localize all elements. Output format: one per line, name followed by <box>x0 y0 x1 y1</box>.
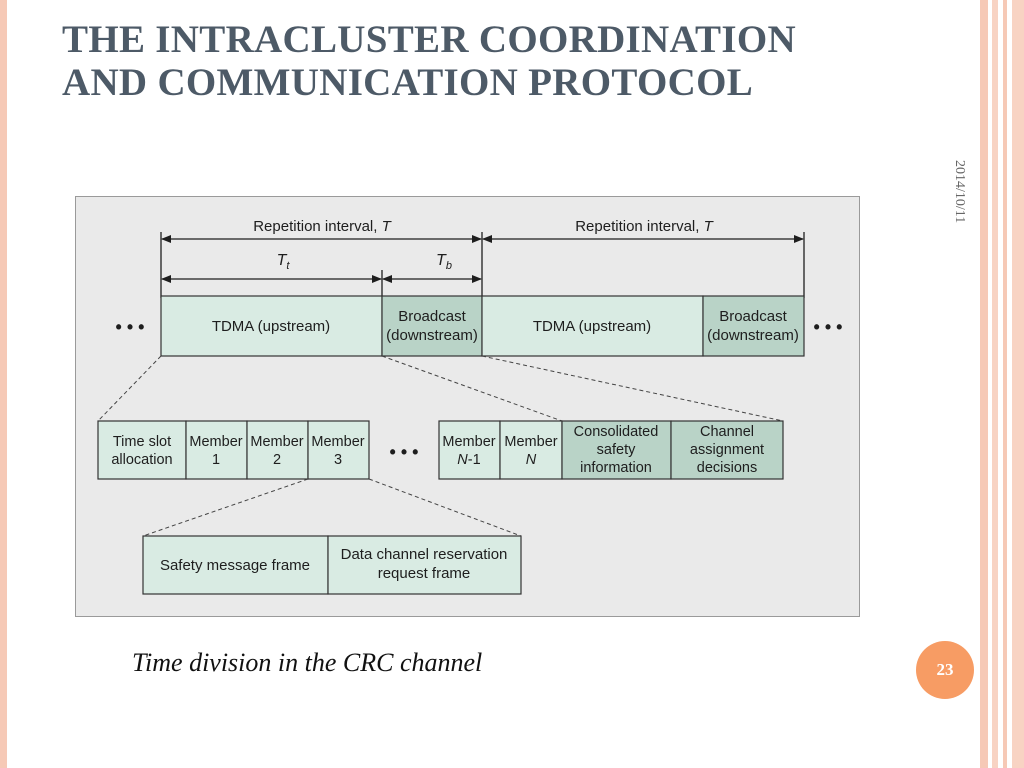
member-n-minus-1-line-2: N-1 <box>457 452 480 468</box>
title-line-1: THE INTRACLUSTER COORDINATION <box>62 18 796 61</box>
member-n-cell <box>499 420 563 480</box>
consolidated-line-1: Consolidated <box>574 424 659 440</box>
channel-line-1: Channel <box>700 424 754 440</box>
ellipsis-slots: • • • <box>390 442 419 462</box>
channel-line-2: assignment <box>690 442 764 458</box>
ellipsis-left: • • • <box>116 317 145 337</box>
consolidated-line-3: information <box>580 460 652 476</box>
member-n-line-1: Member <box>504 434 557 450</box>
member-3-line-1: Member <box>311 434 364 450</box>
right-border-strip-1 <box>980 0 988 768</box>
figure-caption: Time division in the CRC channel <box>132 648 483 677</box>
broadcast-1-line-2: (downstream) <box>386 327 478 344</box>
tt-label: Tt <box>277 252 291 272</box>
data-channel-line-2: request frame <box>378 565 471 582</box>
dashed-line-member-left <box>142 478 309 537</box>
expansion-lines-2 <box>142 478 522 537</box>
title-line-2: AND COMMUNICATION PROTOCOL <box>62 61 754 104</box>
broadcast-2-line-2: (downstream) <box>707 327 799 344</box>
member-3-line-2: 3 <box>334 452 342 468</box>
member-1-line-1: Member <box>189 434 242 450</box>
tdma-upstream-1-label: TDMA (upstream) <box>212 318 330 335</box>
broadcast-2-line-1: Broadcast <box>719 308 787 325</box>
member-n-line-2: N <box>526 452 537 468</box>
time-slot-line-2: allocation <box>111 452 172 468</box>
tb-label: Tb <box>436 252 452 272</box>
right-border-strip-4 <box>1012 0 1024 768</box>
broadcast-downstream-2-cell <box>702 295 805 357</box>
left-border-strip <box>0 0 7 768</box>
dashed-line-mid-1 <box>381 355 563 422</box>
member-2-line-1: Member <box>250 434 303 450</box>
member-n-minus-1-line-1: Member <box>442 434 495 450</box>
safety-message-frame-label: Safety message frame <box>160 557 310 574</box>
broadcast-downstream-1-cell <box>381 295 483 357</box>
slot-row-labels: Time slot allocation Member 1 Member 2 M… <box>111 424 764 476</box>
dashed-line-member-right <box>368 478 522 537</box>
broadcast-1-line-1: Broadcast <box>398 308 466 325</box>
channel-line-3: decisions <box>697 460 757 476</box>
right-border-strip-2 <box>992 0 998 768</box>
time-slot-line-1: Time slot <box>113 434 171 450</box>
slot-row <box>97 420 784 480</box>
dashed-line-right <box>481 355 784 422</box>
consolidated-line-2: safety <box>597 442 636 458</box>
repetition-interval-label-2: Repetition interval, T <box>575 218 714 235</box>
expansion-lines-1 <box>97 355 784 422</box>
channel-assignment-cell <box>670 420 784 480</box>
data-channel-reservation-cell <box>327 535 522 595</box>
page-number-badge: 23 <box>916 641 974 699</box>
consolidated-safety-cell <box>561 420 672 480</box>
member-1-cell <box>185 420 248 480</box>
tdma-upstream-2-cell <box>481 295 704 357</box>
repetition-interval-label-1: Repetition interval, T <box>253 218 392 235</box>
slide-date: 2014/10/11 <box>952 160 967 224</box>
member-3-cell <box>307 420 370 480</box>
frame-row <box>160 295 805 357</box>
safety-message-frame-cell <box>142 535 329 595</box>
tdma-upstream-2-label: TDMA (upstream) <box>533 318 651 335</box>
dimension-lines <box>160 232 805 298</box>
slide-title: THE INTRACLUSTER COORDINATION AND COMMUN… <box>62 18 882 104</box>
member-1-line-2: 1 <box>212 452 220 468</box>
member-frame-row <box>142 535 522 595</box>
member-2-cell <box>246 420 309 480</box>
time-slot-allocation-cell <box>97 420 187 480</box>
dashed-line-left <box>97 355 162 422</box>
right-border-strip-3 <box>1003 0 1007 768</box>
ellipsis-right: • • • <box>814 317 843 337</box>
data-channel-line-1: Data channel reservation <box>341 546 508 563</box>
tdma-upstream-1-cell <box>160 295 383 357</box>
member-n-minus-1-cell <box>438 420 501 480</box>
member-2-line-2: 2 <box>273 452 281 468</box>
